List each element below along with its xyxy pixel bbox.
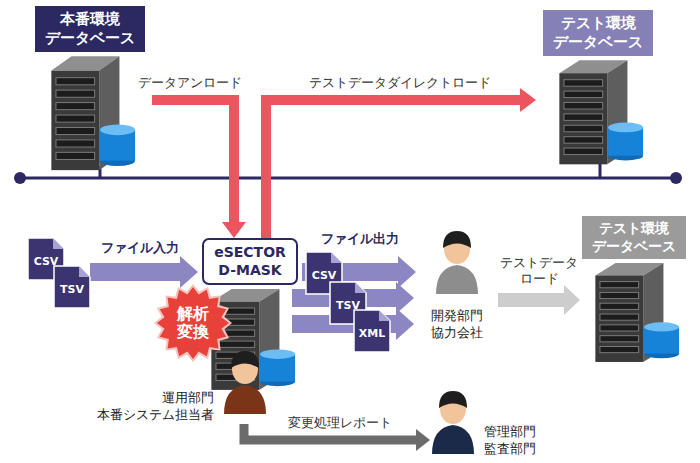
edge-label: ファイル出力 xyxy=(318,231,402,247)
file-type: TSV xyxy=(336,294,360,312)
server-slot xyxy=(56,139,95,146)
edge-label: ファイル入力 xyxy=(98,240,182,256)
database-server: テスト環境 データベース xyxy=(536,10,660,166)
server-slot xyxy=(600,346,639,352)
disk-top xyxy=(608,122,643,132)
server-slot xyxy=(564,113,603,120)
person-label: 開発部門 協力会社 xyxy=(431,308,483,342)
file-fold xyxy=(79,266,90,277)
database-server: テスト環境 データベース xyxy=(580,216,688,364)
person: 管理部門 監査部門 xyxy=(430,388,554,458)
connector-arrow xyxy=(90,263,180,281)
server-front xyxy=(595,275,643,362)
person-hair xyxy=(439,391,467,408)
person: 開発部門 協力会社 xyxy=(416,228,498,342)
burst-shape xyxy=(157,287,229,359)
process-label: 解析 変換 xyxy=(177,305,209,340)
server-slot xyxy=(56,77,95,84)
file-type: CSV xyxy=(312,264,337,282)
edge-label: データアンロード xyxy=(135,75,245,91)
disk-top xyxy=(260,349,295,358)
person: 運用部門 本番システム担当者 xyxy=(76,348,268,424)
connector-arrow xyxy=(152,100,234,222)
file-fold xyxy=(53,238,64,249)
database-label: eSECTOR D-MASK xyxy=(202,238,298,285)
file-icon: TSV xyxy=(54,266,90,308)
file-type: CSV xyxy=(34,250,59,268)
server-slot xyxy=(600,314,639,320)
person-hair xyxy=(443,231,471,248)
database-server: 本番環境 データベース xyxy=(28,6,152,172)
database-label: テスト環境 データベース xyxy=(582,216,686,259)
edge-label: テストデータダイレクトロード xyxy=(306,75,494,91)
database-label: 本番環境 データベース xyxy=(35,6,145,52)
burst-glow xyxy=(154,284,232,362)
person-label: 運用部門 本番システム担当者 xyxy=(97,390,214,424)
file-fold xyxy=(379,310,390,321)
person-body xyxy=(224,385,266,414)
server-icon xyxy=(552,58,644,167)
database-label: テスト環境 データベース xyxy=(543,10,653,56)
server-slot xyxy=(600,282,639,288)
server-slot xyxy=(56,127,95,134)
disk-top xyxy=(100,124,135,135)
server-front xyxy=(559,73,607,164)
server-slot xyxy=(564,79,603,86)
server-slot xyxy=(600,303,639,309)
connectors xyxy=(90,100,564,440)
file-icon: XML xyxy=(354,310,390,352)
person-label: 管理部門 監査部門 xyxy=(484,424,536,458)
server-slot xyxy=(56,90,95,97)
person-icon xyxy=(430,388,476,454)
starburst: 解析 変換 xyxy=(154,284,232,362)
file-type: XML xyxy=(359,322,385,340)
server-slot xyxy=(56,115,95,122)
server-slot xyxy=(564,136,603,143)
file-fold xyxy=(331,252,342,263)
person-icon xyxy=(222,348,268,414)
server-slot xyxy=(564,102,603,109)
network-line xyxy=(20,177,676,180)
server-slot xyxy=(600,325,639,331)
file-sheet xyxy=(54,266,90,308)
server-front xyxy=(51,70,99,170)
server-slot xyxy=(56,152,95,159)
server-slot xyxy=(564,91,603,98)
person-body xyxy=(436,265,478,294)
server-slot xyxy=(564,125,603,132)
server-slot xyxy=(564,148,603,155)
file-type: TSV xyxy=(60,278,84,296)
bus-end xyxy=(670,172,682,184)
edge-label: テストデータ ロード xyxy=(497,255,581,288)
server-slot xyxy=(600,292,639,298)
server-icon xyxy=(44,54,136,173)
bus-end xyxy=(14,172,26,184)
edge-label: 変更処理レポート xyxy=(285,415,395,431)
person-body xyxy=(432,425,474,454)
server-slot xyxy=(56,102,95,109)
disk-top xyxy=(644,322,679,331)
server-slot xyxy=(600,336,639,342)
file-sheet xyxy=(354,310,390,352)
person-icon xyxy=(434,228,480,294)
connector-arrow xyxy=(266,100,520,238)
connector-arrow xyxy=(498,293,564,307)
file-fold xyxy=(355,282,366,293)
person-hair xyxy=(231,351,259,368)
server-slot xyxy=(216,341,255,347)
server-icon xyxy=(588,261,680,364)
